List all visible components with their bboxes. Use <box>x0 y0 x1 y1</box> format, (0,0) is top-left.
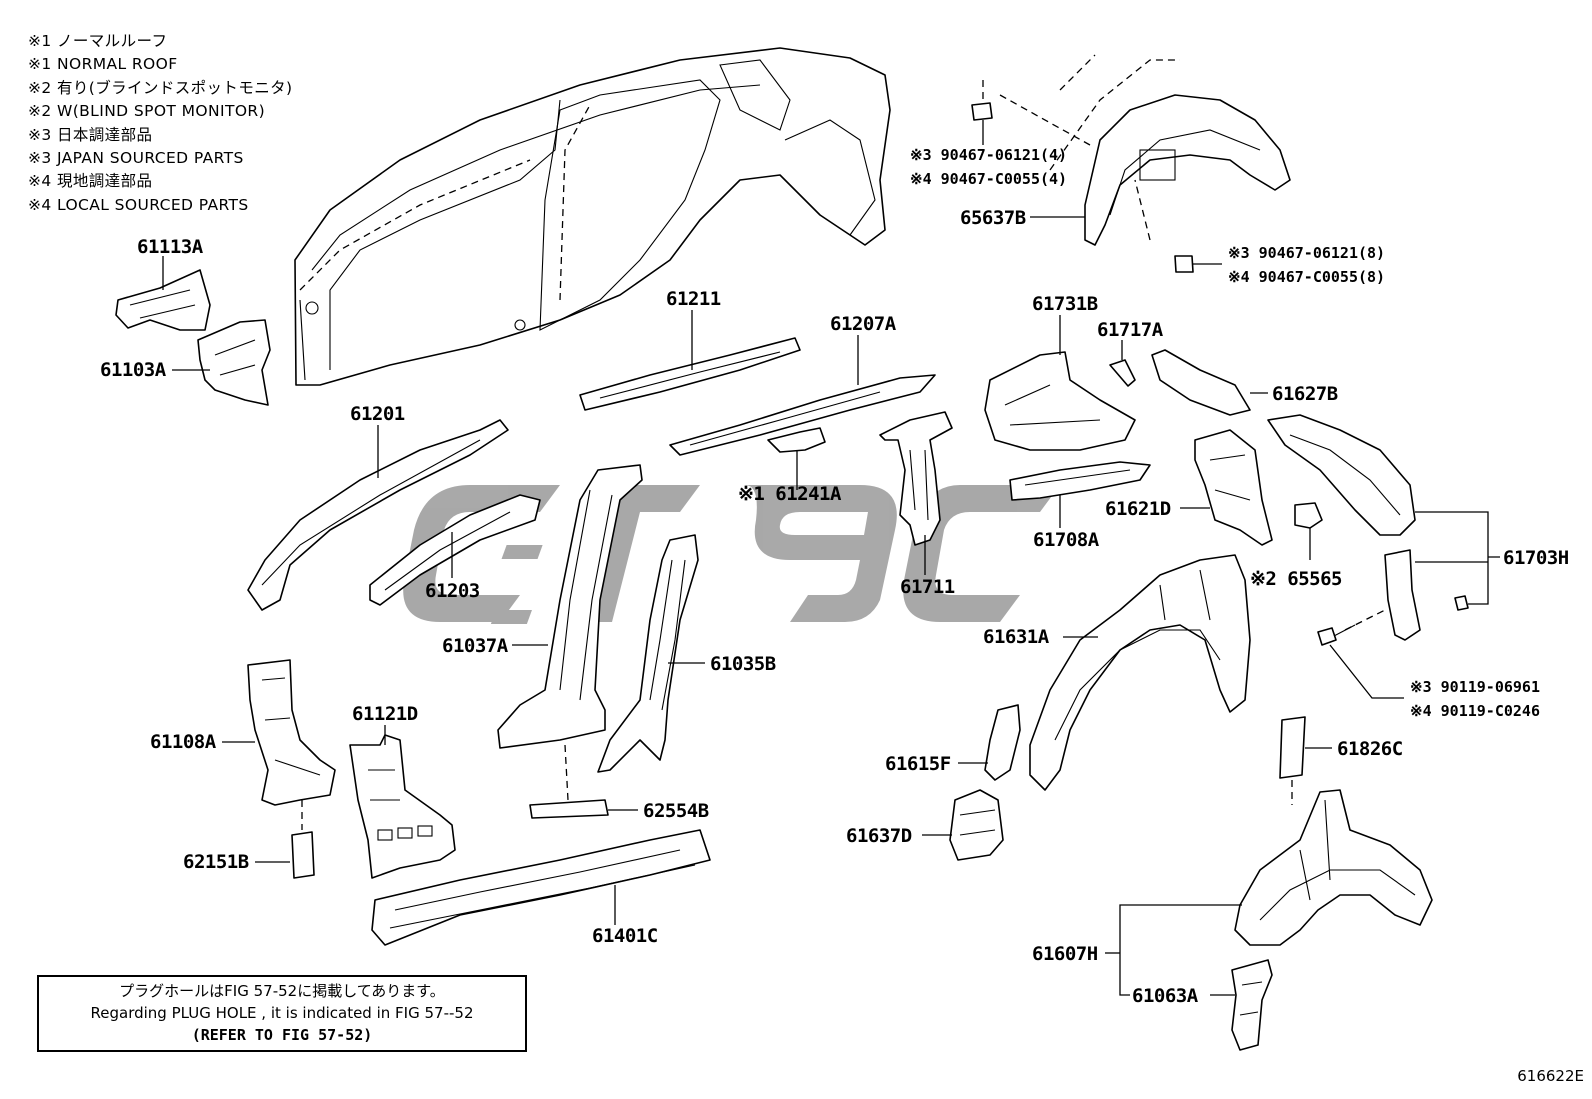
label-61113A: 61113A <box>137 236 204 258</box>
legend-line-3: ※2 有り(ブラインドスポットモニタ) <box>28 78 293 97</box>
part-61063A <box>1231 959 1273 1051</box>
legend: ※1 ノーマルルーフ ※1 NORMAL ROOF ※2 有り(ブラインドスポッ… <box>28 30 292 217</box>
part-61035B <box>597 534 699 773</box>
fastener-2-local: ※4 90467-C0055(8) <box>1228 268 1385 286</box>
label-61708A: 61708A <box>1033 529 1100 551</box>
label-61711: 61711 <box>900 576 955 598</box>
label-61731B: 61731B <box>1032 293 1098 315</box>
label-61203: 61203 <box>425 580 480 602</box>
note-line-ref: (REFER TO FIG 57-52) <box>191 1026 373 1044</box>
part-61241A <box>767 427 826 453</box>
label-61121D: 61121D <box>352 703 418 725</box>
part-61037A <box>497 464 643 749</box>
part-61637D <box>949 789 1004 861</box>
body-side-outer-panel <box>294 47 891 386</box>
label-61037A: 61037A <box>442 635 509 657</box>
part-61708A <box>1009 461 1151 501</box>
label-61103A: 61103A <box>100 359 167 381</box>
legend-line-5: ※3 日本調達部品 <box>28 125 153 144</box>
part-61703H-upper <box>1267 414 1416 536</box>
legend-line-1: ※1 ノーマルルーフ <box>28 32 168 50</box>
part-61717A <box>1109 359 1136 387</box>
part-61108A <box>247 659 336 806</box>
label-61201: 61201 <box>350 403 405 425</box>
part-61103A <box>197 319 271 406</box>
part-62151B <box>291 831 315 879</box>
label-61615F: 61615F <box>885 753 951 775</box>
legend-line-7: ※4 現地調達部品 <box>28 172 153 191</box>
part-61113A <box>115 269 211 331</box>
part-61826C <box>1279 716 1306 779</box>
fastener-3-japan: ※3 90119-06961 <box>1410 678 1540 696</box>
label-61631A: 61631A <box>983 626 1050 648</box>
label-61621D: 61621D <box>1105 498 1171 520</box>
part-62554B <box>529 799 609 819</box>
label-61401C: 61401C <box>592 925 658 947</box>
figure-id: 616622E <box>1517 1067 1584 1085</box>
legend-line-6: ※3 JAPAN SOURCED PARTS <box>28 149 244 168</box>
part-61627B <box>1151 349 1251 416</box>
label-61241A: ※1 61241A <box>738 483 842 505</box>
label-65637B: 65637B <box>960 207 1026 229</box>
legend-line-4: ※2 W(BLIND SPOT MONITOR) <box>28 102 266 121</box>
part-61201 <box>247 419 509 611</box>
clip-bottom <box>1174 255 1194 273</box>
label-61063A: 61063A <box>1132 985 1199 1007</box>
label-61607H: 61607H <box>1032 943 1098 965</box>
part-61607H <box>1234 789 1433 946</box>
label-61211: 61211 <box>666 288 721 310</box>
label-61717A: 61717A <box>1097 319 1164 341</box>
part-61621D <box>1194 429 1273 546</box>
fastener-3-local: ※4 90119-C0246 <box>1410 702 1540 720</box>
label-61627B: 61627B <box>1272 383 1338 405</box>
label-61207A: 61207A <box>830 313 897 335</box>
part-61207A <box>669 374 936 456</box>
part-61203 <box>369 494 541 606</box>
part-61711 <box>879 411 953 546</box>
label-61035B: 61035B <box>710 653 776 675</box>
part-61211 <box>579 337 801 411</box>
part-61703H-lower <box>1384 549 1421 641</box>
note-line-jp: プラグホールはFIG 57-52に掲載してあります。 <box>119 982 445 1000</box>
label-61637D: 61637D <box>846 825 912 847</box>
fastener-2-japan: ※3 90467-06121(8) <box>1228 244 1385 262</box>
label-65565: ※2 65565 <box>1250 568 1342 590</box>
part-65565 <box>1294 502 1323 529</box>
label-61108A: 61108A <box>150 731 217 753</box>
label-62151B: 62151B <box>183 851 249 873</box>
legend-line-8: ※4 LOCAL SOURCED PARTS <box>28 195 249 214</box>
note-line-en: Regarding PLUG HOLE , it is indicated in… <box>90 1004 474 1022</box>
part-61731B <box>984 351 1136 451</box>
clip-top <box>971 102 993 121</box>
fastener-1-japan: ※3 90467-06121(4) <box>910 146 1067 164</box>
plug-hole-note: プラグホールはFIG 57-52に掲載してあります。 Regarding PLU… <box>37 975 527 1052</box>
bolt-90119 <box>1317 624 1356 646</box>
label-61703H: 61703H <box>1503 547 1569 569</box>
part-61631A <box>1029 554 1251 791</box>
part-61703H-clip <box>1454 595 1469 611</box>
part-61401C <box>371 829 711 946</box>
part-61615F <box>984 704 1021 781</box>
fastener-1-local: ※4 90467-C0055(4) <box>910 170 1067 188</box>
part-61121D <box>349 734 456 879</box>
label-62554B: 62554B <box>643 800 709 822</box>
label-61826C: 61826C <box>1337 738 1403 760</box>
part-65637B <box>999 54 1291 246</box>
legend-line-2: ※1 NORMAL ROOF <box>28 55 178 74</box>
